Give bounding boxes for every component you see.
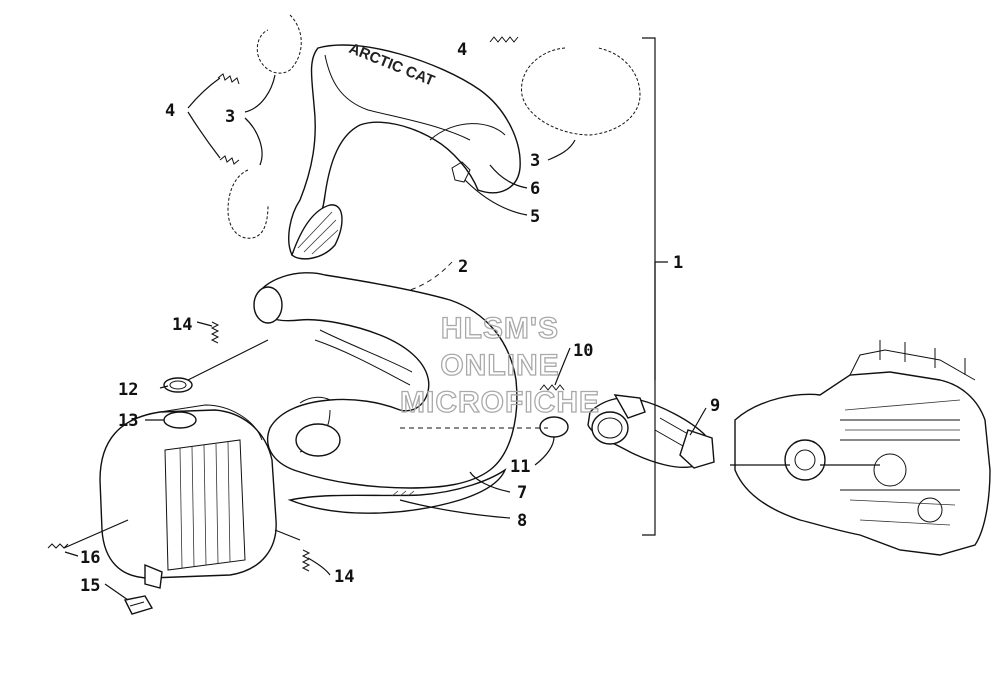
callout-14-upper: 14: [172, 315, 192, 335]
lower-shield: [287, 468, 507, 514]
callout-8: 8: [517, 511, 527, 531]
callout-11: 11: [510, 457, 530, 477]
callout-labels: 1 2 3 3 4 4 5 6 7 8 9 10 11 12 13 14 14 …: [80, 40, 720, 596]
callout-16: 16: [80, 548, 100, 568]
callout-3-right: 3: [530, 151, 540, 171]
callout-1: 1: [673, 253, 683, 273]
callout-13: 13: [118, 411, 138, 431]
callout-7: 7: [517, 483, 527, 503]
callout-12: 12: [118, 380, 138, 400]
decal-5: [451, 161, 471, 183]
callout-5: 5: [530, 207, 540, 227]
engine-reference: [734, 340, 991, 556]
watermark-line-2: ONLINE: [440, 349, 559, 382]
callout-6: 6: [530, 179, 540, 199]
gasket-11: [539, 416, 569, 438]
grommet-12: [163, 377, 193, 393]
heat-shield: ARCTIC CAT: [288, 40, 521, 260]
callout-2: 2: [458, 257, 468, 277]
muffler: [99, 377, 277, 589]
spring-14-lower: [301, 549, 311, 572]
callout-9: 9: [710, 396, 720, 416]
spring-4-left-upper: [217, 73, 240, 85]
expansion-chamber: [253, 272, 569, 489]
grommet-13: [163, 411, 197, 429]
clamp-chain-right: [521, 47, 641, 136]
callout-4-top: 4: [457, 40, 467, 60]
exhaust-manifold: [587, 394, 715, 469]
callout-15: 15: [80, 576, 100, 596]
spring-4-left-lower: [219, 155, 240, 165]
leader-lines: [63, 37, 880, 601]
sensor-15: [123, 595, 154, 615]
watermark-line-3: MICROFICHE: [400, 386, 600, 419]
spring-14-upper: [210, 321, 220, 344]
clamp-chain-upper-left: [256, 14, 302, 74]
spring-10: [539, 384, 565, 391]
watermark-line-1: HLSM'S: [441, 312, 559, 345]
callout-10: 10: [573, 341, 593, 361]
watermark: HLSM'S ONLINE MICROFICHE: [399, 311, 600, 419]
callout-14-lower: 14: [334, 567, 354, 587]
spring-4-top: [489, 36, 519, 43]
clamp-chain-lower-left: [227, 169, 269, 239]
callout-3-left: 3: [225, 107, 235, 127]
callout-4-left: 4: [165, 101, 175, 121]
